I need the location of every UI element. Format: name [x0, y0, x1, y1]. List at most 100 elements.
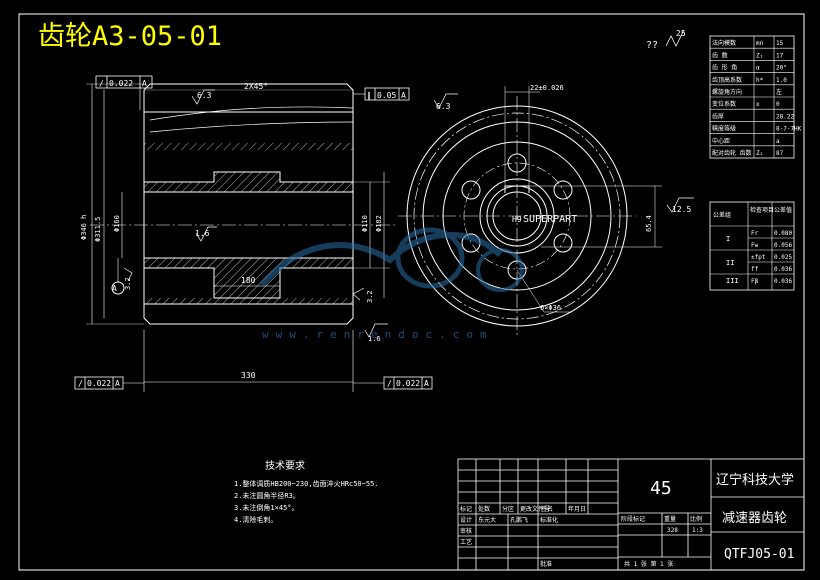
- tol-mid-top-symbol: ∥: [367, 91, 371, 100]
- title-block-row-label: 处数: [478, 505, 490, 513]
- border-frame: [18, 13, 805, 571]
- roughness-32a: 3.2: [124, 277, 132, 290]
- title-block-row-label: 分区: [502, 505, 514, 513]
- roughness-symbol-16a: [195, 226, 217, 242]
- watermark: [259, 227, 524, 292]
- param-symbol: Z₂: [756, 150, 763, 157]
- superpart-label: SUPERPART: [523, 214, 577, 225]
- tol-bottom-left-datum: A: [115, 379, 120, 388]
- title-block-row-label: 标记: [460, 505, 472, 513]
- roughness-symbol-63a: [191, 89, 215, 105]
- param-value: 28.22: [776, 113, 794, 120]
- param-label: 螺旋角方向: [712, 88, 742, 96]
- side-view: [398, 86, 662, 336]
- param-label: 齿 形 角: [712, 64, 737, 72]
- tol-check-item: ff: [751, 266, 759, 273]
- param-symbol: mn: [756, 40, 764, 47]
- tol-bottom-right-value: 0.022: [396, 379, 420, 388]
- tech-heading: 技术要求: [265, 459, 305, 472]
- param-value: 左: [776, 88, 782, 96]
- dim-right-a: Φ110: [361, 215, 369, 232]
- tol-header-group: 公差组: [713, 211, 731, 219]
- material-value: 45: [650, 478, 672, 499]
- tol-left-top-datum: A: [142, 79, 147, 88]
- drawing-title: 齿轮A3-05-01: [38, 21, 222, 52]
- param-label: 齿顶高系数: [712, 76, 742, 84]
- scale-label: 比例: [690, 515, 702, 523]
- param-label: 中心距: [712, 137, 730, 145]
- tech-item-4: 4.清除毛刺。: [234, 515, 277, 524]
- datum-a-label: A: [112, 284, 117, 293]
- tolerance-frame-left-top: ∕ 0.022 A: [95, 75, 153, 89]
- roughness-symbol-63b: [433, 93, 458, 109]
- param-value: 8-7-7HK: [776, 126, 802, 133]
- title-block-designer: 东元大: [478, 516, 496, 524]
- tol-check-item: ±fpt: [751, 254, 766, 261]
- tol-bottom-left-value: 0.022: [87, 379, 111, 388]
- title-block-approve: 批准: [540, 560, 552, 568]
- tol-mid-top-datum: A: [401, 91, 406, 100]
- title-block-check: 审核: [460, 527, 472, 535]
- roughness-16b: 1.6: [368, 335, 381, 343]
- tol-group-name: III: [726, 277, 739, 285]
- title-block-row-label: 年月日: [568, 505, 586, 513]
- roughness-symbol-125: [666, 197, 694, 213]
- roughness-symbol-32b: [352, 287, 365, 301]
- sheet-count: 共 1 张 第 1 张: [624, 560, 673, 568]
- tolerance-frame-mid-top: ∥ 0.05 A: [353, 87, 410, 101]
- title-block-process: 工艺: [460, 538, 472, 546]
- keyway-dim: 22±0.026: [530, 84, 564, 92]
- holes-label: 6×Φ36: [540, 304, 561, 312]
- roughness-63b: 6.3: [436, 102, 451, 111]
- scale-value: 1:3: [692, 527, 703, 534]
- param-label: 配对齿轮 齿数: [712, 149, 752, 157]
- right-dim: 65.4: [645, 215, 653, 232]
- tol-bottom-right-symbol: ∕: [387, 379, 392, 388]
- param-value: a: [776, 138, 780, 145]
- tol-check-value: 0.080: [774, 230, 792, 237]
- tol-left-top-value: 0.022: [109, 79, 133, 88]
- tol-check-value: 0.036: [774, 278, 792, 285]
- tol-mid-top-value: 0.05: [377, 91, 396, 100]
- roughness-symbol-16b: [364, 323, 388, 338]
- tech-item-1: 1.整体调质HB200~230,齿面淬火HRc50~55.: [234, 479, 379, 488]
- stage-label: 阶段标记: [621, 515, 645, 523]
- roughness-symbol-32a: [123, 267, 133, 282]
- tol-check-value: 0.056: [774, 242, 792, 249]
- tol-check-value: 0.025: [774, 254, 792, 261]
- chamfer-label: 2X45°: [244, 82, 268, 91]
- drawing-number: QTFJ05-01: [724, 547, 794, 562]
- param-label: 齿 数: [712, 51, 728, 59]
- param-value: 17: [776, 52, 784, 59]
- tech-item-2: 2.未注圆角半径R3。: [234, 491, 300, 500]
- param-symbol: h*: [756, 77, 764, 84]
- tolerance-frame-bottom-right: ∕ 0.022 A: [353, 376, 433, 390]
- watermark-text: www.renrendoc.com: [262, 328, 494, 341]
- title-block-labels: 标记处数分区更改文件号签名年月日设计东元大孔鹏飞标准化审核工艺批准: [460, 505, 586, 568]
- param-symbol: Z₁: [756, 52, 763, 59]
- title-block-designer: 孔鹏飞: [510, 516, 528, 524]
- tol-check-item: Fr: [751, 230, 759, 237]
- tol-header-value: 公差值: [774, 206, 792, 214]
- part-name: 减速器齿轮: [722, 511, 787, 526]
- section-hatching: [144, 143, 353, 304]
- tol-bottom-left-symbol: ∕: [78, 379, 83, 388]
- tol-check-value: 0.036: [774, 266, 792, 273]
- tol-table-frame: [709, 201, 795, 291]
- roughness-63a: 6.3: [197, 91, 212, 100]
- title-block-row-label: 更改文件号: [520, 505, 550, 513]
- length-330-label: 330: [241, 371, 256, 380]
- tol-bottom-right-datum: A: [424, 379, 429, 388]
- tol-check-item: Fβ: [751, 278, 759, 285]
- param-value: 15: [776, 40, 784, 47]
- param-label: 变位系数: [712, 100, 736, 108]
- tech-item-3: 3.未注倒角1×45°。: [234, 503, 299, 512]
- roughness-125: 12.5: [672, 205, 691, 214]
- tol-group-name: I: [726, 235, 730, 243]
- section-view: [86, 83, 395, 392]
- param-value: 20°: [776, 65, 787, 72]
